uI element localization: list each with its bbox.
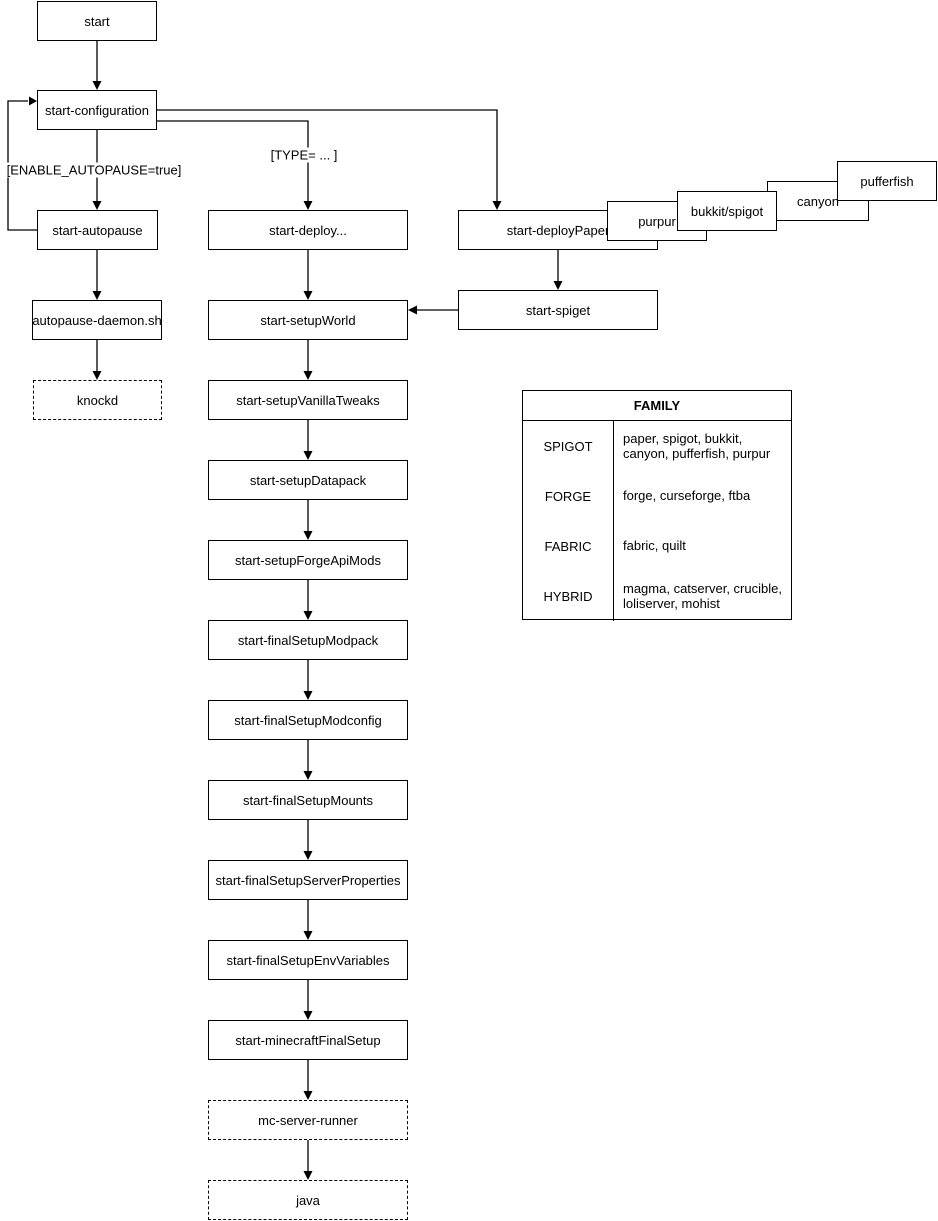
members-cell-spigot: paper, spigot, bukkit, canyon, pufferfis… bbox=[623, 430, 771, 461]
table-row: HYBRID magma, catserver, crucible, lolis… bbox=[523, 571, 791, 621]
node-java: java bbox=[208, 1180, 408, 1220]
edge-start-to-configuration bbox=[92, 41, 102, 90]
members-cell-fabric: fabric, quilt bbox=[623, 538, 686, 554]
node-start-spiget: start-spiget bbox=[458, 290, 658, 330]
node-autopause-daemon: autopause-daemon.sh bbox=[32, 300, 162, 340]
node-start-finalsetupenvvariables: start-finalSetupEnvVariables bbox=[208, 940, 408, 980]
node-start: start bbox=[37, 1, 157, 41]
family-table: FAMILY SPIGOT paper, spigot, bukkit, can… bbox=[522, 390, 792, 621]
table-row: FABRIC fabric, quilt bbox=[523, 521, 791, 571]
edge-deploy-to-setupworld bbox=[303, 250, 313, 300]
family-cell-spigot: SPIGOT bbox=[523, 421, 614, 471]
edge-datapack-to-forgeapimods bbox=[303, 500, 313, 540]
edge-envvariables-to-minecraftfinalsetup bbox=[303, 980, 313, 1020]
node-start-setupforgeapimods: start-setupForgeApiMods bbox=[208, 540, 408, 580]
edge-setupworld-to-vanillatweaks bbox=[303, 340, 313, 380]
members-cell-hybrid: magma, catserver, crucible, loliserver, … bbox=[623, 580, 782, 611]
table-row: SPIGOT paper, spigot, bukkit, canyon, pu… bbox=[523, 421, 791, 471]
node-start-finalsetupmodpack: start-finalSetupModpack bbox=[208, 620, 408, 660]
edge-minecraftfinalsetup-to-mcserverrunner bbox=[303, 1060, 313, 1100]
edge-modconfig-to-mounts bbox=[303, 740, 313, 780]
edge-daemon-to-knockd bbox=[92, 340, 102, 380]
edge-label-type: [TYPE= ... ] bbox=[268, 147, 340, 163]
family-cell-forge: FORGE bbox=[523, 471, 614, 521]
members-cell-forge: forge, curseforge, ftba bbox=[623, 488, 751, 504]
edge-mounts-to-serverproperties bbox=[303, 820, 313, 860]
node-start-autopause: start-autopause bbox=[37, 210, 158, 250]
node-start-setupdatapack: start-setupDatapack bbox=[208, 460, 408, 500]
node-start-minecraftfinalsetup: start-minecraftFinalSetup bbox=[208, 1020, 408, 1060]
edge-forgeapimods-to-modpack bbox=[303, 580, 313, 620]
table-row: FORGE forge, curseforge, ftba bbox=[523, 471, 791, 521]
family-cell-hybrid: HYBRID bbox=[523, 571, 614, 621]
edge-label-enable-autopause: [ENABLE_AUTOPAUSE=true] bbox=[4, 162, 184, 178]
edge-modpack-to-modconfig bbox=[303, 660, 313, 700]
node-pufferfish: pufferfish bbox=[837, 161, 937, 201]
node-start-finalsetupmodconfig: start-finalSetupModconfig bbox=[208, 700, 408, 740]
node-knockd: knockd bbox=[33, 380, 162, 420]
node-start-setupvanillatweaks: start-setupVanillaTweaks bbox=[208, 380, 408, 420]
edge-serverproperties-to-envvariables bbox=[303, 900, 313, 940]
edge-vanillatweaks-to-datapack bbox=[303, 420, 313, 460]
edge-mcserverrunner-to-java bbox=[303, 1140, 313, 1180]
node-start-finalsetupmounts: start-finalSetupMounts bbox=[208, 780, 408, 820]
edge-autopause-to-daemon bbox=[92, 250, 102, 300]
family-cell-fabric: FABRIC bbox=[523, 521, 614, 571]
node-start-configuration: start-configuration bbox=[37, 90, 157, 130]
node-start-deploy: start-deploy... bbox=[208, 210, 408, 250]
edge-configuration-to-deploy bbox=[157, 120, 313, 210]
node-bukkit-spigot: bukkit/spigot bbox=[677, 191, 777, 231]
node-mc-server-runner: mc-server-runner bbox=[208, 1100, 408, 1140]
family-table-title: FAMILY bbox=[523, 391, 791, 421]
edge-deploypaper-to-spiget bbox=[553, 250, 563, 290]
edge-spiget-to-setupworld bbox=[408, 305, 458, 315]
edge-configuration-to-deploypaper bbox=[157, 109, 502, 210]
node-start-setupworld: start-setupWorld bbox=[208, 300, 408, 340]
node-start-finalsetupserverproperties: start-finalSetupServerProperties bbox=[208, 860, 408, 900]
